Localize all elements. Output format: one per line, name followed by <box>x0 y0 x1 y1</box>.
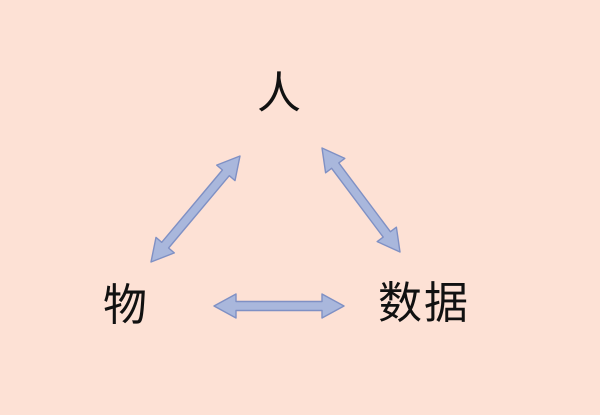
node-thing-label: 物 <box>103 280 149 331</box>
arrow-thing-data <box>213 293 345 319</box>
arrow-person-data <box>321 147 401 253</box>
node-person-label: 人 <box>257 68 303 119</box>
node-data-label: 数据 <box>378 278 470 329</box>
arrow-person-thing <box>150 155 241 263</box>
